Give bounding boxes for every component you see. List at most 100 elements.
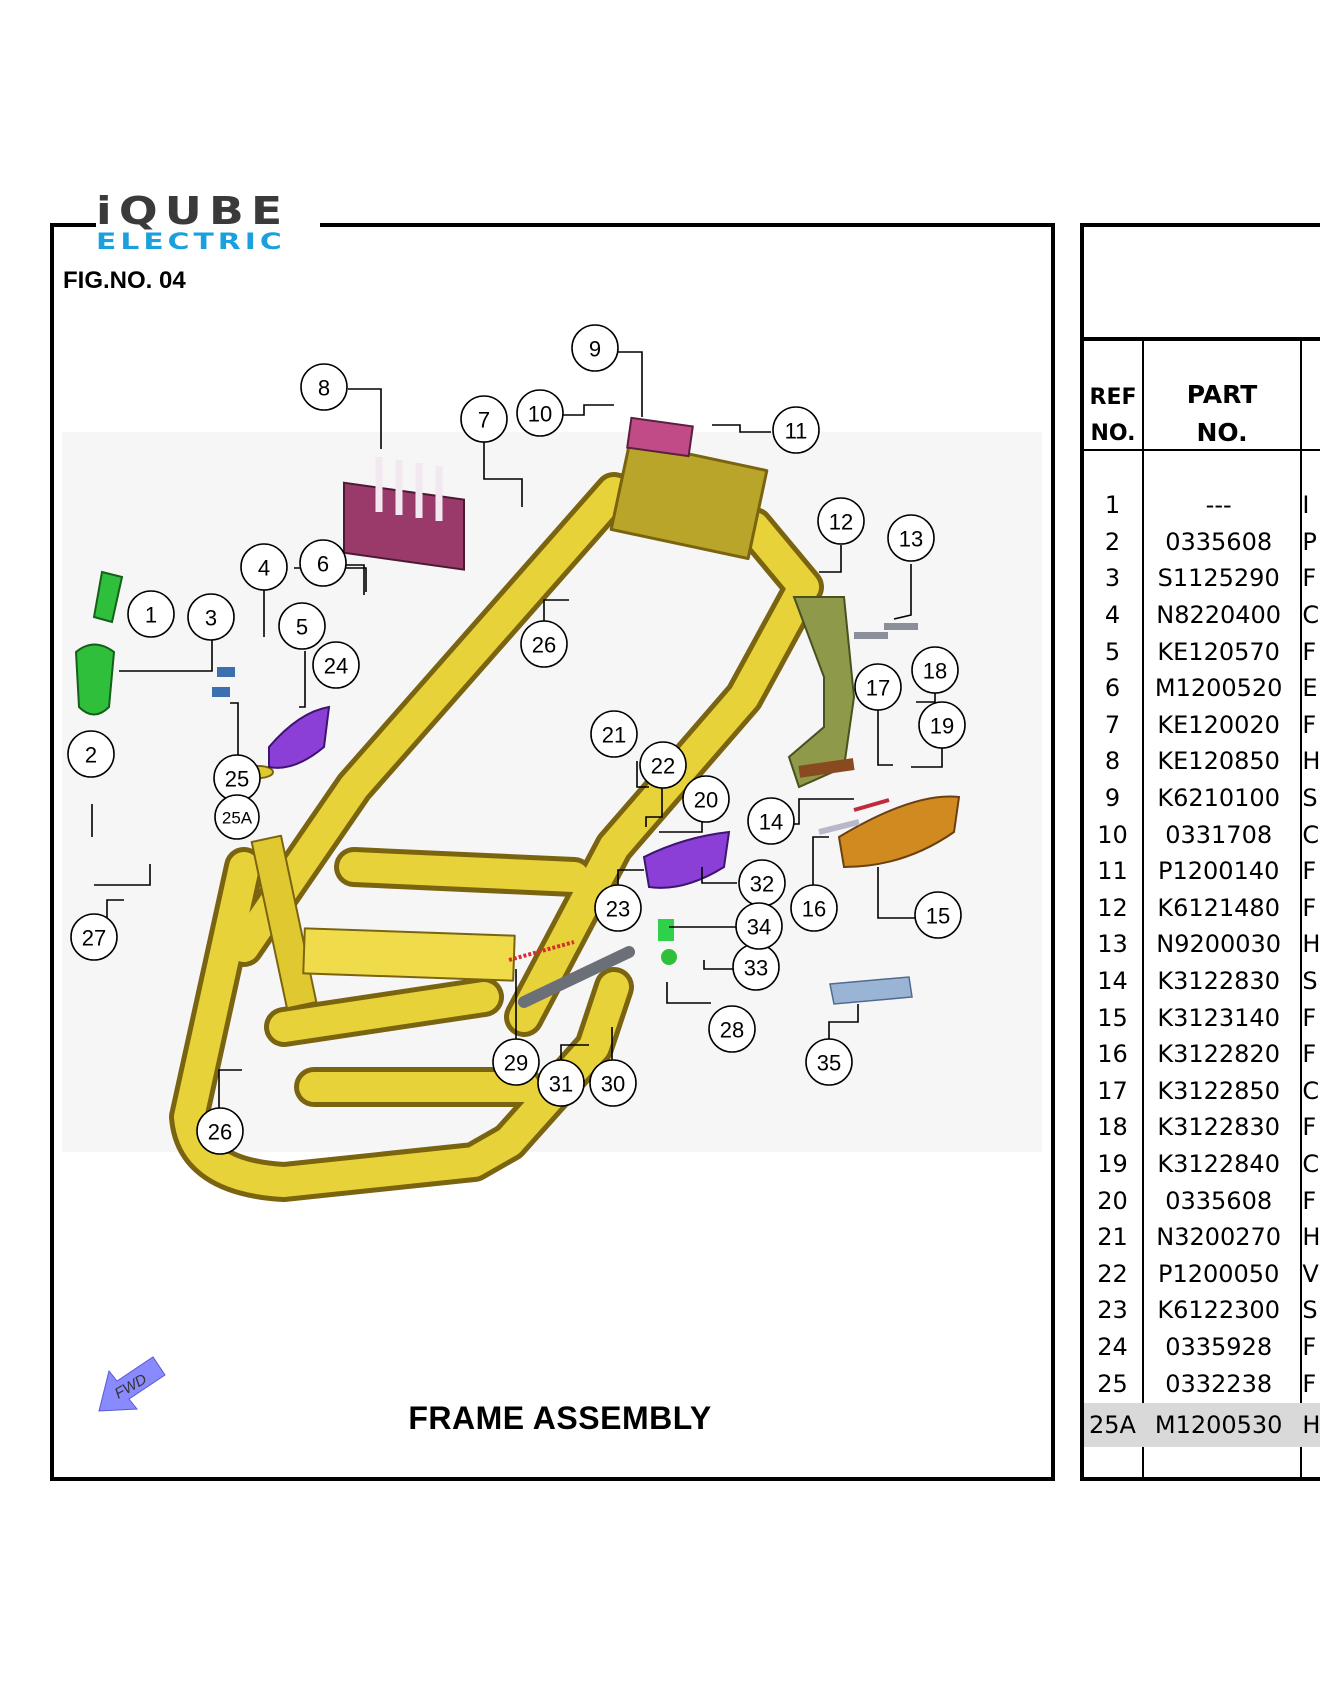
cell-ref: 15 xyxy=(1097,1003,1128,1032)
cell-desc: F xyxy=(1302,1113,1317,1142)
cell-ref: 14 xyxy=(1097,967,1128,996)
cell-part: M1200530 xyxy=(1154,1410,1283,1439)
callout-12: 12 xyxy=(817,497,865,545)
callout-circle xyxy=(772,406,820,454)
cell-part: 0331708 xyxy=(1165,820,1273,849)
spring-14 xyxy=(853,798,890,812)
cell-ref: 5 xyxy=(1104,637,1121,666)
cell-ref: 9 xyxy=(1104,784,1121,813)
callout-14: 14 xyxy=(747,797,795,845)
cell-part: KE120020 xyxy=(1157,710,1280,739)
cell-desc: H xyxy=(1302,747,1320,776)
cell-ref: 3 xyxy=(1104,564,1121,593)
battery-holder-part xyxy=(343,457,465,571)
callout-label: 10 xyxy=(528,402,552,427)
callout-label: 4 xyxy=(258,556,270,581)
cell-ref: 17 xyxy=(1097,1076,1128,1105)
callout-circle xyxy=(805,1038,853,1086)
callout-label: 13 xyxy=(899,527,923,552)
callout-circle xyxy=(590,710,638,758)
callout-circle xyxy=(854,663,902,711)
callout-13: 13 xyxy=(887,514,935,562)
figure-title: FRAME ASSEMBLY xyxy=(408,1400,712,1436)
callout-label: 1 xyxy=(145,603,157,628)
callout-15: 15 xyxy=(914,891,962,939)
callout-circle xyxy=(537,1059,585,1107)
cell-ref: 11 xyxy=(1097,857,1128,886)
exploded-diagram: 1234567891011121314151617181920212223242… xyxy=(62,324,1042,1202)
cell-ref: 13 xyxy=(1097,930,1128,959)
callout-circle xyxy=(708,1005,756,1053)
cell-ref: 22 xyxy=(1097,1259,1128,1288)
callout-circle xyxy=(187,593,235,641)
bolt-13a xyxy=(854,632,888,639)
cell-desc: F xyxy=(1302,1040,1317,1069)
callout-circle xyxy=(918,701,966,749)
callout-label: 11 xyxy=(785,419,808,444)
callout-circle xyxy=(735,902,783,950)
callout-label: 5 xyxy=(296,615,308,640)
table-top-rule xyxy=(1084,337,1320,341)
col-divider-part xyxy=(1300,339,1302,1477)
callout-26: 26 xyxy=(520,620,568,668)
cell-part: 0335608 xyxy=(1165,1186,1273,1215)
cell-desc: C xyxy=(1302,601,1320,630)
callout-19: 19 xyxy=(918,701,966,749)
cell-part: K3122820 xyxy=(1157,1040,1280,1069)
callout-label: 28 xyxy=(720,1018,744,1043)
callout-label: 20 xyxy=(694,788,718,813)
callout-label: 9 xyxy=(589,337,601,362)
figure-panel xyxy=(50,223,1055,1481)
cell-part: N8220400 xyxy=(1156,601,1282,630)
cell-desc: F xyxy=(1302,1369,1317,1398)
callout-20: 20 xyxy=(682,775,730,823)
cell-desc: C xyxy=(1302,820,1320,849)
callout-circle xyxy=(790,884,838,932)
callout-label: 15 xyxy=(926,904,950,929)
callout-22: 22 xyxy=(639,741,687,789)
header-ref-line1: REF xyxy=(1089,385,1137,410)
callout-circle xyxy=(594,884,642,932)
callout-8: 8 xyxy=(300,363,348,411)
cell-part: K6122300 xyxy=(1157,1296,1280,1325)
cell-part: K6210100 xyxy=(1157,784,1280,813)
callout-26: 26 xyxy=(196,1107,244,1155)
purple-bracket-5 xyxy=(268,705,331,769)
callout-circle xyxy=(682,775,730,823)
callout-group: 1234567891011121314151617181920212223242… xyxy=(67,324,966,1155)
cell-ref: 25A xyxy=(1089,1410,1136,1439)
callout-label: 32 xyxy=(750,872,774,897)
cell-desc: S xyxy=(1302,784,1318,813)
callout-label: 12 xyxy=(829,510,853,535)
stand-foot xyxy=(798,758,855,778)
cell-desc: P xyxy=(1302,527,1317,556)
callout-27: 27 xyxy=(70,913,118,961)
cell-part: M1200520 xyxy=(1154,674,1283,703)
callout-5: 5 xyxy=(278,602,326,650)
callout-label: 3 xyxy=(205,606,217,631)
callout-29: 29 xyxy=(492,1038,540,1086)
callout-label: 34 xyxy=(747,915,771,940)
callout-label: 26 xyxy=(532,633,556,658)
frame-body xyxy=(169,439,824,1202)
cell-desc: C xyxy=(1302,1076,1320,1105)
callout-circle xyxy=(312,641,360,689)
callout-label: 14 xyxy=(759,810,783,835)
callout-label: 17 xyxy=(866,676,890,701)
callout-circle xyxy=(817,497,865,545)
cell-desc: F xyxy=(1302,710,1317,739)
callout-circle xyxy=(240,543,288,591)
callout-circle xyxy=(747,797,795,845)
callout-circle xyxy=(300,363,348,411)
